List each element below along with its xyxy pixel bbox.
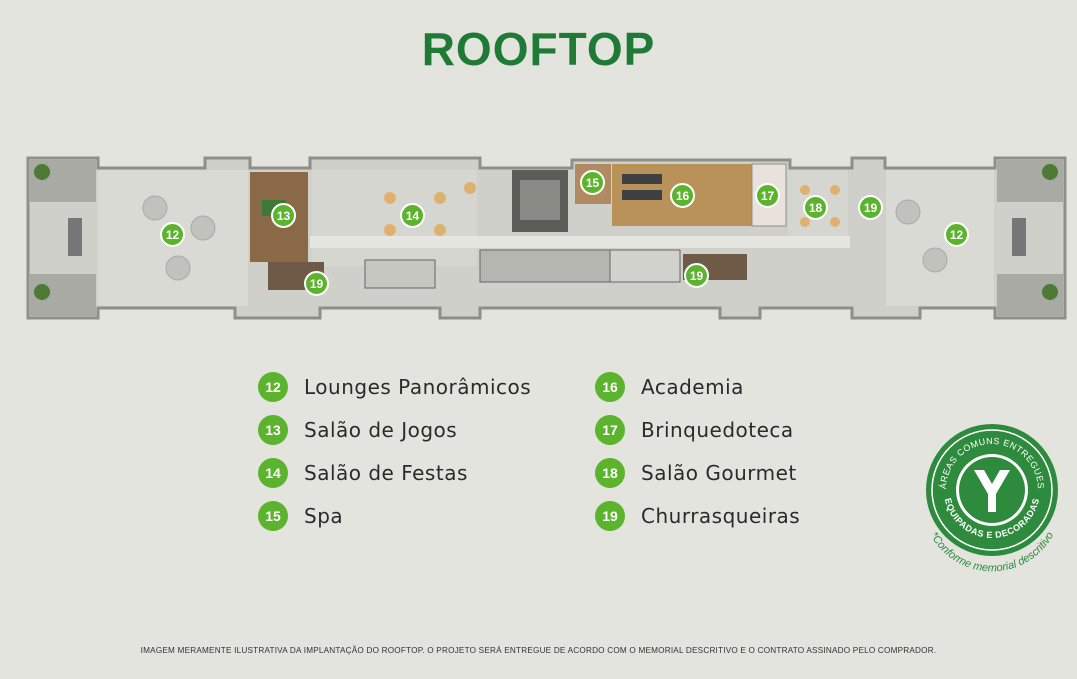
legend-item: 12 Lounges Panorâmicos bbox=[258, 372, 531, 402]
plan-marker-bbq-right-top: 19 bbox=[858, 195, 883, 220]
legend-item: 13 Salão de Jogos bbox=[258, 415, 457, 445]
legend-label: Lounges Panorâmicos bbox=[304, 375, 532, 399]
legend-number-badge: 15 bbox=[258, 501, 288, 531]
plan-marker-game-room: 13 bbox=[271, 203, 296, 228]
plan-marker-bbq-center: 19 bbox=[684, 263, 709, 288]
seal-graphic: ÁREAS COMUNS ENTREGUES EQUIPADAS E DECOR… bbox=[926, 424, 1058, 574]
plan-marker-gym: 16 bbox=[670, 183, 695, 208]
plan-marker-bbq-left: 19 bbox=[304, 271, 329, 296]
legend-label: Salão de Jogos bbox=[304, 418, 458, 442]
page-title: ROOFTOP bbox=[421, 23, 656, 75]
legend-item: 19 Churrasqueiras bbox=[595, 501, 800, 531]
legend-number-badge: 14 bbox=[258, 458, 288, 488]
plan-marker-gourmet: 18 bbox=[803, 195, 828, 220]
legend-item: 17 Brinquedoteca bbox=[595, 415, 794, 445]
legend-label: Spa bbox=[304, 504, 344, 528]
plan-marker-spa: 15 bbox=[580, 170, 605, 195]
legend-number-badge: 13 bbox=[258, 415, 288, 445]
legend-item: 18 Salão Gourmet bbox=[595, 458, 797, 488]
plan-marker-lounge-right: 12 bbox=[944, 222, 969, 247]
legend-label: Academia bbox=[641, 375, 744, 399]
plan-marker-kids-room: 17 bbox=[755, 183, 780, 208]
equipped-areas-seal: ÁREAS COMUNS ENTREGUES EQUIPADAS E DECOR… bbox=[922, 418, 1062, 583]
legend-item: 15 Spa bbox=[258, 501, 343, 531]
legend-number-badge: 12 bbox=[258, 372, 288, 402]
legend-label: Salão Gourmet bbox=[641, 461, 797, 485]
legend-label: Salão de Festas bbox=[304, 461, 468, 485]
legend-number-badge: 19 bbox=[595, 501, 625, 531]
disclaimer: IMAGEM MERAMENTE ILUSTRATIVA DA IMPLANTA… bbox=[140, 646, 937, 655]
legend-item: 16 Academia bbox=[595, 372, 744, 402]
plan-marker-party-room: 14 bbox=[400, 203, 425, 228]
legend-number-badge: 18 bbox=[595, 458, 625, 488]
legend-number-badge: 17 bbox=[595, 415, 625, 445]
legend-label: Churrasqueiras bbox=[641, 504, 801, 528]
floor-plan: 12 13 14 15 16 17 18 19 19 19 12 bbox=[0, 150, 1077, 330]
legend-label: Brinquedoteca bbox=[641, 418, 794, 442]
legend-item: 14 Salão de Festas bbox=[258, 458, 468, 488]
plan-marker-lounge-left: 12 bbox=[160, 222, 185, 247]
legend-number-badge: 16 bbox=[595, 372, 625, 402]
